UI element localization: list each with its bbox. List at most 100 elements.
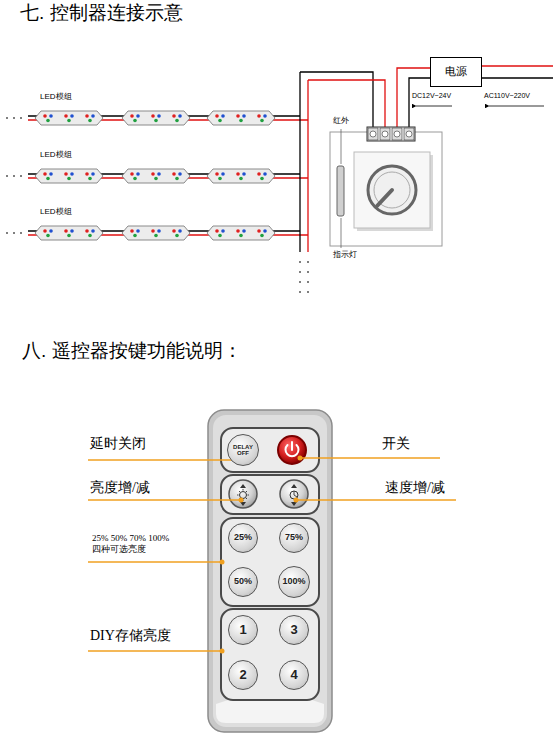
callout-line bbox=[294, 498, 299, 503]
voltage-arrow bbox=[416, 106, 544, 107]
wire bbox=[299, 72, 300, 252]
function-label: 亮度增/减 bbox=[90, 480, 150, 497]
callout-line bbox=[220, 560, 225, 565]
terminal-block bbox=[392, 128, 402, 140]
module-label: LED模组 bbox=[40, 150, 72, 160]
power-button bbox=[278, 436, 306, 464]
button-label: 50% bbox=[234, 577, 252, 586]
wire bbox=[409, 78, 430, 128]
controller bbox=[374, 172, 410, 208]
continuation-dots bbox=[299, 261, 301, 263]
button-label: 25% bbox=[234, 533, 252, 542]
speed-button bbox=[280, 480, 308, 508]
speed-button bbox=[291, 502, 297, 506]
voltage-label: AC110V~220V bbox=[484, 92, 530, 100]
led-module bbox=[207, 111, 275, 125]
terminal-block bbox=[367, 127, 415, 141]
button-panel bbox=[221, 518, 319, 606]
terminal-block bbox=[367, 127, 415, 141]
controller bbox=[368, 166, 416, 214]
continuation-dots bbox=[6, 117, 309, 293]
led-module bbox=[35, 111, 103, 125]
continuation-dots bbox=[20, 232, 22, 234]
led-module bbox=[207, 226, 275, 240]
led-module bbox=[122, 226, 190, 240]
callout-line bbox=[88, 459, 236, 461]
brightness-button bbox=[240, 502, 246, 506]
continuation-dots bbox=[20, 175, 22, 177]
function-label: 开关 bbox=[382, 436, 410, 453]
remote-button: 2 bbox=[228, 660, 258, 690]
button-label: 2 bbox=[239, 668, 246, 682]
remote-button: 25% bbox=[228, 523, 258, 553]
callout-line bbox=[88, 499, 241, 501]
controller bbox=[337, 166, 344, 216]
led-module bbox=[35, 226, 103, 240]
terminal-block bbox=[370, 131, 376, 137]
voltage-label: DC12V~24V bbox=[412, 92, 451, 100]
controller bbox=[377, 190, 392, 206]
leader-line bbox=[341, 218, 342, 248]
continuation-dots bbox=[299, 291, 301, 293]
button-label: 1 bbox=[239, 623, 246, 637]
continuation-dots bbox=[6, 175, 8, 177]
continuation-dots bbox=[307, 271, 309, 273]
continuation-dots bbox=[6, 232, 8, 234]
led-module bbox=[207, 169, 275, 183]
power-button bbox=[291, 442, 293, 450]
wire bbox=[308, 80, 385, 128]
button-panel bbox=[221, 475, 319, 514]
remote-button: 100% bbox=[278, 566, 310, 598]
terminal-block bbox=[406, 131, 412, 137]
speed-button bbox=[291, 484, 297, 488]
speed-button bbox=[294, 491, 297, 497]
box-label: 电源 bbox=[445, 66, 467, 78]
continuation-dots bbox=[13, 175, 15, 177]
controller bbox=[354, 152, 430, 228]
callout-line bbox=[239, 498, 244, 503]
brightness-button bbox=[229, 480, 257, 508]
button-label: 3 bbox=[290, 623, 297, 637]
power-supply-box: 电源 bbox=[430, 57, 482, 87]
continuation-dots bbox=[307, 291, 309, 293]
remote-body bbox=[213, 415, 327, 727]
continuation-dots bbox=[307, 281, 309, 283]
brightness-button bbox=[240, 492, 247, 499]
button-label: 4 bbox=[290, 668, 297, 682]
continuation-dots bbox=[6, 117, 8, 119]
continuation-dots bbox=[299, 271, 301, 273]
wire bbox=[28, 66, 553, 252]
callout-line bbox=[220, 649, 225, 654]
module-label: LED模组 bbox=[40, 207, 72, 217]
wire bbox=[482, 77, 553, 78]
function-label: 速度增/减 bbox=[385, 480, 445, 497]
remote-button: 4 bbox=[279, 660, 309, 690]
callout-label: 指示灯 bbox=[333, 250, 357, 260]
function-label: 25% 50% 70% 100% 四种可选亮度 bbox=[92, 533, 202, 555]
button-label: 100% bbox=[282, 577, 305, 586]
callout-line bbox=[88, 650, 222, 652]
button-panel bbox=[221, 609, 319, 700]
button-panel bbox=[221, 428, 319, 472]
remote-button: DELAY OFF bbox=[227, 434, 259, 466]
speed-button bbox=[280, 480, 308, 508]
terminal-block bbox=[404, 128, 414, 140]
callout-line bbox=[88, 456, 456, 654]
controller bbox=[330, 132, 442, 246]
terminal-block bbox=[380, 128, 390, 140]
leader-line bbox=[341, 129, 342, 248]
brightness-button bbox=[240, 484, 246, 488]
power-button bbox=[278, 436, 306, 464]
voltage-arrow bbox=[416, 106, 452, 107]
leader-line bbox=[341, 129, 342, 164]
function-label: DIY存储亮度 bbox=[90, 628, 171, 645]
led-module bbox=[122, 169, 190, 183]
module-label: LED模组 bbox=[40, 92, 72, 102]
led-module bbox=[35, 111, 275, 240]
remote-button: 1 bbox=[228, 615, 258, 645]
wire bbox=[307, 80, 308, 252]
section-heading: 七. 控制器连接示意 bbox=[20, 2, 183, 25]
continuation-dots bbox=[13, 232, 15, 234]
